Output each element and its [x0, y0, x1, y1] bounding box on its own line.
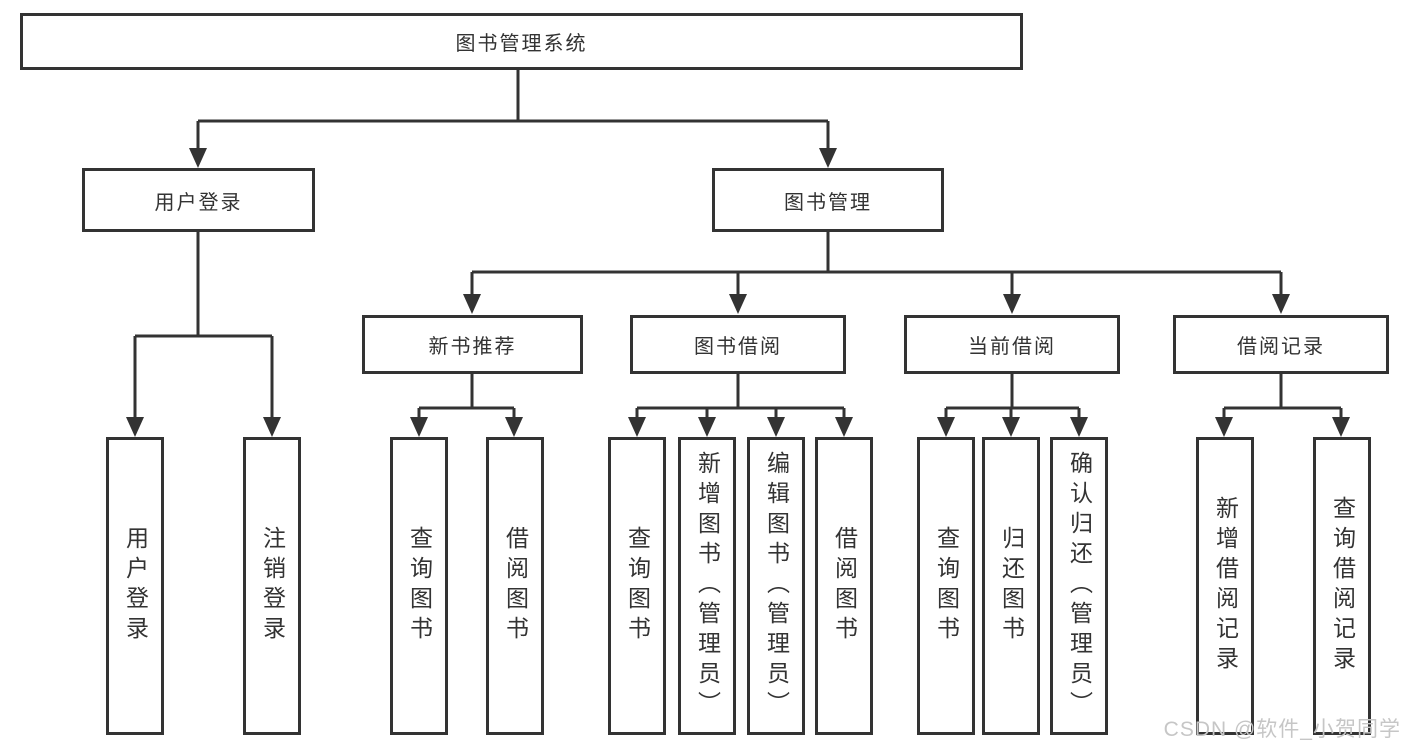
leaf-borrow-books-recommend-label: 借阅图书 [502, 526, 529, 646]
node-borrowing-records-label: 借阅记录 [1237, 336, 1325, 358]
leaf-query-books-recommend-label: 查询图书 [406, 526, 433, 646]
leaf-user-login: 用户登录 [106, 437, 164, 735]
leaf-borrow-books-label: 借阅图书 [831, 526, 858, 646]
leaf-return-books-label: 归还图书 [998, 526, 1025, 646]
node-current-borrowing-label: 当前借阅 [968, 336, 1056, 358]
leaf-logout-label: 注销登录 [259, 526, 286, 646]
node-new-book-recommend: 新书推荐 [362, 315, 583, 374]
node-book-borrowing: 图书借阅 [630, 315, 846, 374]
leaf-query-books-current-label: 查询图书 [933, 526, 960, 646]
connector-paths [133, 70, 1343, 419]
leaf-query-borrow-record: 查询借阅记录 [1313, 437, 1371, 735]
leaf-add-books-admin-label: 新增图书（管理员） [694, 451, 721, 721]
node-book-borrowing-label: 图书借阅 [694, 336, 782, 358]
leaf-logout: 注销登录 [243, 437, 301, 735]
node-book-management: 图书管理 [712, 168, 944, 232]
leaf-return-books: 归还图书 [982, 437, 1040, 735]
watermark: CSDN @软件_小贺同学 [1163, 718, 1401, 741]
node-book-management-label: 图书管理 [784, 191, 872, 214]
leaf-edit-books-admin: 编辑图书（管理员） [747, 437, 805, 735]
node-user-login-label: 用户登录 [154, 191, 243, 214]
leaf-add-borrow-record: 新增借阅记录 [1196, 437, 1254, 735]
leaf-add-borrow-record-label: 新增借阅记录 [1212, 496, 1239, 676]
leaf-query-borrow-record-label: 查询借阅记录 [1329, 496, 1356, 676]
node-library-system-label: 图书管理系统 [455, 33, 588, 55]
node-current-borrowing: 当前借阅 [904, 315, 1120, 374]
leaf-edit-books-admin-label: 编辑图书（管理员） [763, 451, 790, 721]
leaf-query-books-recommend: 查询图书 [390, 437, 448, 735]
node-borrowing-records: 借阅记录 [1173, 315, 1389, 374]
leaf-borrow-books-recommend: 借阅图书 [486, 437, 544, 735]
leaf-user-login-label: 用户登录 [122, 526, 149, 646]
leaf-query-books-current: 查询图书 [917, 437, 975, 735]
node-library-system: 图书管理系统 [20, 13, 1023, 70]
leaf-query-books-borrowing: 查询图书 [608, 437, 666, 735]
node-user-login: 用户登录 [82, 168, 315, 232]
leaf-confirm-return-admin-label: 确认归还（管理员） [1066, 451, 1093, 721]
node-new-book-recommend-label: 新书推荐 [428, 336, 517, 358]
leaf-borrow-books: 借阅图书 [815, 437, 873, 735]
leaf-add-books-admin: 新增图书（管理员） [678, 437, 736, 735]
leaf-query-books-borrowing-label: 查询图书 [624, 526, 651, 646]
leaf-confirm-return-admin: 确认归还（管理员） [1050, 437, 1108, 735]
